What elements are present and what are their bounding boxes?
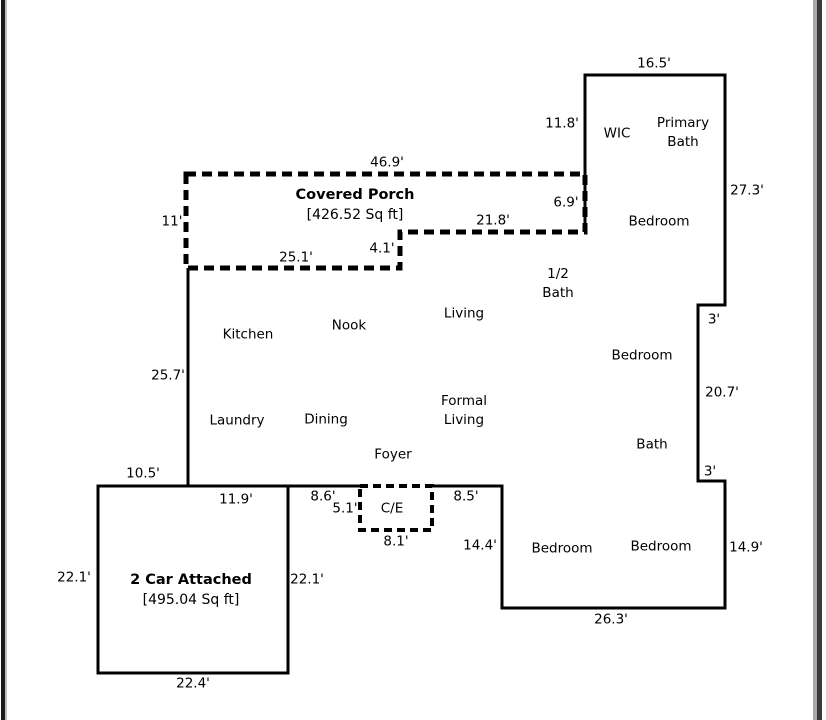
- garage-outline: [96, 484, 290, 675]
- dimension-label: 21.8': [476, 212, 510, 229]
- dimension-label: 25.7': [151, 367, 185, 384]
- right-page-border-light: [813, 0, 817, 720]
- room-label: Laundry: [209, 412, 265, 429]
- dimension-label: 3': [703, 463, 717, 480]
- dimension-label: 4.1': [369, 240, 395, 257]
- room-label: C/E: [380, 500, 404, 517]
- dimension-label: 8.5': [453, 488, 479, 505]
- area-block-sqft: [426.52 Sq ft]: [306, 207, 404, 223]
- dimension-label: 22.4': [176, 675, 210, 692]
- room-label: Bedroom: [531, 540, 593, 557]
- dimension-label: 11.8': [545, 115, 579, 132]
- dimension-label: 10.5': [126, 465, 160, 482]
- dimension-label: 22.1': [290, 571, 324, 588]
- left-page-border-light: [5, 0, 7, 720]
- dimension-label: 46.9': [370, 154, 404, 171]
- dimension-label: 3': [707, 311, 721, 328]
- room-label: Primary Bath: [656, 115, 710, 150]
- area-block-sqft: [495.04 Sq ft]: [142, 592, 240, 608]
- room-label: 1/2 Bath: [542, 266, 574, 301]
- dimension-label: 16.5': [637, 55, 671, 72]
- dimension-label: 11.9': [219, 491, 253, 508]
- dimension-label: 27.3': [730, 182, 764, 199]
- left-page-border-dark: [1, 0, 5, 720]
- right-page-border-dark: [817, 0, 822, 720]
- room-label: Bedroom: [628, 213, 690, 230]
- room-label: WIC: [603, 125, 631, 142]
- dimension-label: 22.1': [57, 569, 91, 586]
- room-label: Bedroom: [630, 538, 692, 555]
- dimension-label: 5.1': [332, 500, 358, 517]
- room-label: Kitchen: [222, 326, 274, 343]
- area-block-label: Covered Porch [426.52 Sq ft]: [296, 185, 415, 225]
- dimension-label: 6.9': [553, 194, 579, 211]
- room-label: Dining: [304, 411, 348, 428]
- room-label: Living: [443, 305, 485, 322]
- dimension-label: 8.6': [310, 488, 336, 505]
- area-block-name: Covered Porch: [295, 187, 415, 203]
- dimension-label: 26.3': [594, 611, 628, 628]
- porch-outline: [183, 171, 588, 271]
- dimension-label: 20.7': [705, 384, 739, 401]
- ce-outline: [358, 484, 434, 532]
- dimension-label: 8.1': [383, 533, 409, 550]
- room-label: Foyer: [374, 446, 412, 463]
- dimension-label: 11': [161, 213, 183, 230]
- room-label: Bedroom: [611, 347, 673, 364]
- dimension-label: 14.9': [729, 539, 763, 556]
- room-label: Nook: [331, 317, 367, 334]
- room-label: Formal Living: [440, 393, 488, 428]
- dimension-label: 25.1': [279, 249, 313, 266]
- area-block-name: 2 Car Attached: [130, 572, 252, 588]
- room-label: Bath: [636, 436, 668, 453]
- dimension-label: 14.4': [463, 537, 497, 554]
- area-block-label: 2 Car Attached [495.04 Sq ft]: [130, 570, 252, 610]
